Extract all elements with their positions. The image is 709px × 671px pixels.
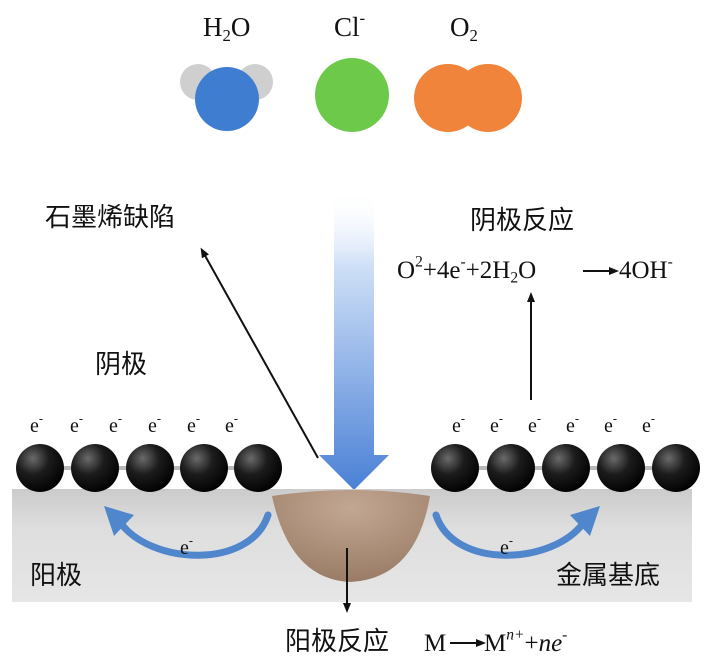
graphene-layer-left: [16, 444, 282, 492]
graphene-atom: [180, 444, 228, 492]
graphene-atom: [487, 444, 535, 492]
metal-substrate-label: 金属基底: [556, 561, 661, 591]
downward-arrow: [319, 190, 389, 490]
anode-equation-reactant: M: [424, 630, 447, 657]
electron-label: e-: [148, 411, 162, 437]
cathode-reaction-title: 阴极反应: [470, 206, 575, 236]
anode-label: 阳极: [30, 561, 83, 591]
anode-equation-products: Mn++ne-: [484, 626, 568, 657]
graphene-atom: [234, 444, 282, 492]
electron-flow-label-left: e-: [180, 533, 194, 559]
electron-label: e-: [528, 411, 542, 437]
graphene-atom: [542, 444, 590, 492]
graphene-atom: [16, 444, 64, 492]
electron-label: e-: [187, 411, 201, 437]
electron-flow-arrow-right: [432, 506, 600, 559]
water-molecule-icon: [180, 64, 273, 131]
electron-label: e-: [70, 411, 84, 437]
electron-label: e-: [604, 411, 618, 437]
graphene-atom: [652, 444, 700, 492]
graphene-defect-label: 石墨烯缺陷: [45, 203, 176, 233]
anode-reaction-title: 阳极反应: [285, 627, 390, 657]
electron-flow-label-right: e-: [500, 533, 514, 559]
defect-pit: [272, 490, 430, 582]
graphene-defect-pointer-arrow: [200, 247, 319, 459]
electron-flow-arrow-left: [104, 506, 272, 559]
electron-label: e-: [225, 411, 239, 437]
graphene-atom: [431, 444, 479, 492]
electron-label: e-: [490, 411, 504, 437]
graphene-atom: [126, 444, 174, 492]
graphene-atom: [71, 444, 119, 492]
water-formula: H2O: [203, 12, 251, 46]
electron-label: e-: [642, 411, 656, 437]
oxygen-molecule-icon: [414, 64, 522, 132]
electron-label: e-: [452, 411, 466, 437]
electron-label: e-: [566, 411, 580, 437]
chloride-formula: Cl-: [334, 8, 366, 42]
electron-label: e-: [109, 411, 123, 437]
cathode-equation: O2+4e-+2H2O: [397, 253, 537, 287]
chloride-ion-icon: [315, 58, 389, 132]
electron-label: e-: [30, 411, 44, 437]
cathode-label: 阴极: [95, 350, 148, 380]
cathode-equation-product: 4OH-: [619, 253, 673, 284]
oxygen-formula: O2: [450, 12, 478, 46]
graphene-layer-right: [431, 444, 700, 492]
graphene-atom: [597, 444, 645, 492]
